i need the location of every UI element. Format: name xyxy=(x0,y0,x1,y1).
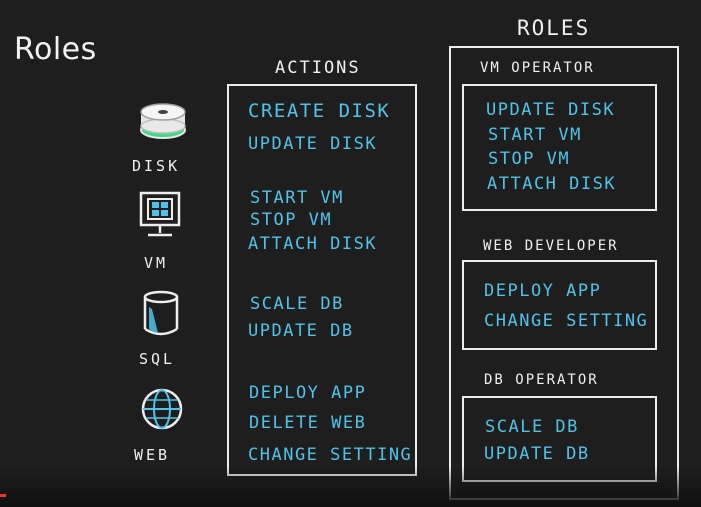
action-item: ATTACH DISK xyxy=(248,234,378,254)
action-item: UPDATE DISK xyxy=(248,134,378,154)
role-box-vm-operator xyxy=(462,84,657,211)
roles-heading: ROLES xyxy=(517,16,591,40)
role-box-web-developer xyxy=(462,260,657,350)
action-item: START VM xyxy=(250,188,344,208)
resource-label-vm: VM xyxy=(144,254,169,272)
action-item: DELETE WEB xyxy=(249,413,367,433)
player-controls-shade xyxy=(0,466,701,507)
globe-icon xyxy=(139,386,185,436)
database-icon xyxy=(140,289,182,343)
action-item: DEPLOY APP xyxy=(249,383,367,403)
action-item: UPDATE DB xyxy=(248,321,354,341)
role-action-item: UPDATE DB xyxy=(484,444,590,464)
role-name-db-operator: DB OPERATOR xyxy=(484,372,599,388)
resource-label-web: WEB xyxy=(134,446,171,464)
role-action-item: UPDATE DISK xyxy=(486,100,616,120)
action-item: CREATE DISK xyxy=(248,100,391,122)
role-action-item: SCALE DB xyxy=(485,417,579,437)
disk-icon xyxy=(137,100,189,148)
monitor-icon xyxy=(138,190,184,244)
action-item: STOP VM xyxy=(250,210,333,230)
action-item: SCALE DB xyxy=(250,294,344,314)
resource-label-disk: DISK xyxy=(132,157,181,175)
role-name-web-developer: WEB DEVELOPER xyxy=(483,238,619,254)
role-action-item: ATTACH DISK xyxy=(487,174,617,194)
action-item: CHANGE SETTING xyxy=(248,445,413,465)
role-name-vm-operator: VM OPERATOR xyxy=(480,60,595,76)
role-action-item: DEPLOY APP xyxy=(484,281,602,301)
progress-bar[interactable] xyxy=(0,494,6,497)
role-action-item: CHANGE SETTING xyxy=(484,311,649,331)
actions-heading: ACTIONS xyxy=(275,58,361,78)
role-action-item: START VM xyxy=(488,125,582,145)
role-action-item: STOP VM xyxy=(488,149,571,169)
page-title: Roles xyxy=(14,32,97,67)
resource-label-sql: SQL xyxy=(139,350,176,368)
